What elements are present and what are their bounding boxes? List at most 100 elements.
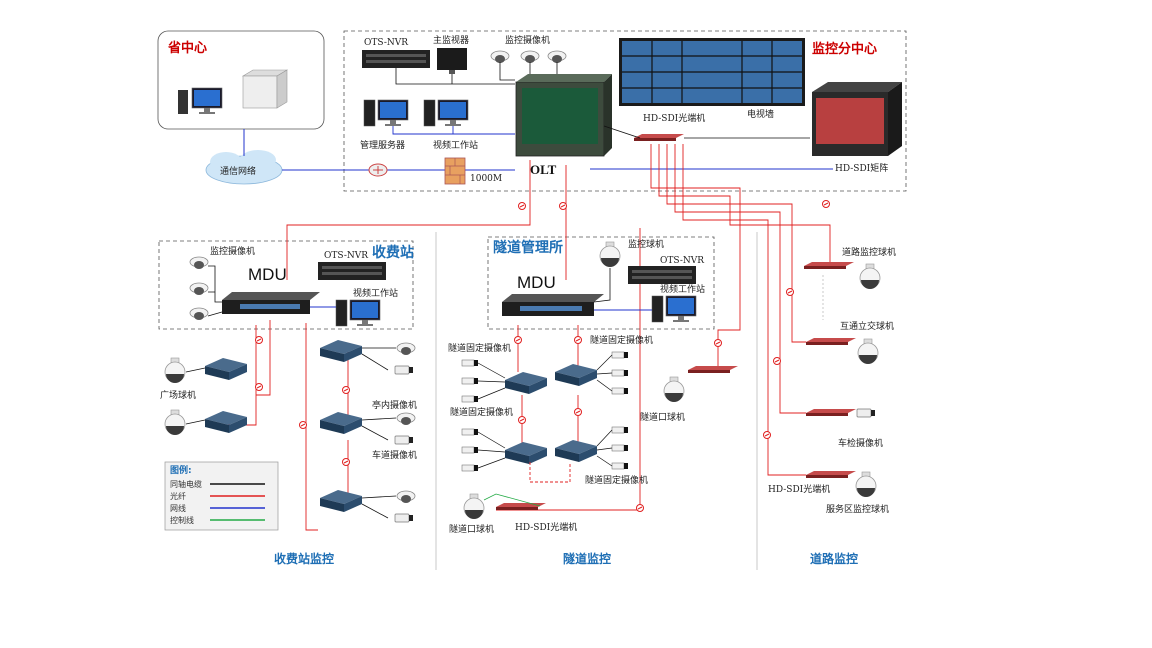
tunnel-portal-transceiver-1 — [688, 366, 738, 373]
center-video-ws-label: 视频工作站 — [433, 139, 478, 151]
interchange-dome-label: 互通立交球机 — [840, 320, 894, 332]
toll-boxcam-3 — [394, 513, 414, 523]
toll-transceiver-4 — [320, 412, 362, 434]
tunnel-transceiver-1 — [505, 372, 547, 394]
toll-boxcam-1 — [394, 365, 414, 375]
tunnel-cam-1c — [461, 395, 479, 403]
toll-nvr-icon — [318, 262, 386, 280]
toll-camera-icon-1 — [189, 256, 209, 270]
legend-label-coax: 同轴电缆 — [170, 479, 202, 489]
center-hdsdi-transceiver-icon — [634, 134, 684, 141]
road-hdsdi-label: HD-SDI光端机 — [768, 483, 830, 495]
tunnel-nvr-icon — [628, 266, 696, 284]
tunnel-fixed-cam-label-4: 隧道固定摄像机 — [585, 474, 648, 486]
tunnel-ots-nvr-label: OTS-NVR — [660, 256, 704, 266]
toll-ots-nvr-label: OTS-NVR — [324, 251, 368, 261]
toll-transceiver-2 — [205, 411, 247, 433]
toll-title: 收费站 — [372, 244, 414, 261]
booth-camera-label: 亭内摄像机 — [372, 399, 417, 411]
province-pc-icon — [178, 87, 223, 115]
tunnel-ws-icon — [651, 295, 697, 323]
booth-camera-icon — [396, 412, 416, 426]
tunnel-office-box — [487, 236, 715, 330]
toll-transceiver-5 — [320, 490, 362, 512]
firewall-icon — [444, 157, 466, 185]
olt-chassis-icon — [515, 74, 612, 157]
tunnel-cam-4a — [611, 426, 629, 434]
center-nvr-icon — [362, 50, 430, 68]
tunnel-fixed-cam-label-1: 隧道固定摄像机 — [448, 342, 511, 354]
province-title: 省中心 — [167, 40, 207, 56]
network-speed: 1000M — [470, 174, 502, 184]
tunnel-portal-dome-icon-1 — [663, 376, 685, 403]
mgmt-server-icon — [363, 99, 409, 127]
center-cameras-label: 监控摄像机 — [505, 34, 550, 46]
tunnel-portal-dome-label-1: 隧道口球机 — [640, 411, 685, 423]
center-hdsdi-label: HD-SDI光端机 — [643, 112, 705, 124]
legend-label-control: 控制线 — [170, 515, 194, 525]
toll-section-title: 收费站监控 — [274, 551, 334, 566]
center-camera-icon-2 — [520, 50, 540, 64]
vehicle-camera-icon — [856, 408, 876, 418]
tunnel-title: 隧道管理所 — [493, 239, 563, 256]
tunnel-video-ws-label: 视频工作站 — [660, 283, 705, 295]
tunnel-transceiver-4 — [555, 440, 597, 462]
center-camera-icon-1 — [490, 50, 510, 64]
tunnel-hdsdi-label: HD-SDI光端机 — [515, 521, 577, 533]
lane-camera-label: 车道摄像机 — [372, 449, 417, 461]
tunnel-cam-4c — [611, 462, 629, 470]
toll-dome-3 — [396, 490, 416, 504]
road-transceiver-3 — [806, 409, 856, 416]
video-ws-icon — [423, 99, 469, 127]
toll-transceiver-3 — [320, 340, 362, 362]
road-dome-label: 道路监控球机 — [842, 246, 896, 258]
road-dome-icon — [859, 263, 881, 290]
legend: 图例: 同轴电缆 光纤 网线 控制线 — [164, 461, 279, 531]
tunnel-cam-2a — [611, 351, 629, 359]
toll-mdu-icon — [222, 292, 320, 314]
road-transceiver-4 — [806, 471, 856, 478]
toll-cameras-label: 监控摄像机 — [210, 245, 255, 257]
tunnel-cam-3c — [461, 464, 479, 472]
tunnel-dome-label: 监控球机 — [628, 238, 664, 250]
province-server-icon — [241, 69, 289, 109]
tunnel-transceiver-3 — [505, 442, 547, 464]
center-main-monitor-label: 主监视器 — [433, 34, 469, 46]
router-icon — [368, 163, 388, 177]
toll-dome-1 — [396, 342, 416, 356]
legend-label-ethernet: 网线 — [170, 503, 186, 513]
tunnel-cam-1a — [461, 359, 479, 367]
tunnel-fixed-cam-label-3: 隧道固定摄像机 — [450, 406, 513, 418]
tunnel-cam-3a — [461, 428, 479, 436]
tunnel-cam-1b — [461, 377, 479, 385]
tunnel-mdu-icon — [502, 294, 604, 316]
road-transceiver-1 — [804, 262, 854, 269]
plaza-dome-icon-2 — [164, 409, 186, 436]
road-section-title: 道路监控 — [810, 551, 858, 566]
tunnel-office-dome-icon — [599, 241, 621, 268]
tunnel-cam-2c — [611, 387, 629, 395]
tunnel-portal-dome-label-2: 隧道口球机 — [449, 523, 494, 535]
center-title: 监控分中心 — [812, 41, 877, 57]
service-dome-icon — [855, 471, 877, 498]
hdsdi-matrix-icon — [812, 82, 902, 156]
toll-ws-icon — [335, 299, 381, 327]
road-transceiver-2 — [806, 338, 856, 345]
network-label: 通信网络 — [220, 165, 256, 177]
toll-mdu-label: MDU — [248, 265, 287, 284]
toll-camera-icon-3 — [189, 307, 209, 321]
center-camera-icon-3 — [547, 50, 567, 64]
plaza-dome-icon-1 — [164, 357, 186, 384]
tv-wall-icon — [619, 38, 805, 106]
center-mgmt-server-label: 管理服务器 — [360, 139, 405, 151]
interchange-dome-icon — [857, 338, 879, 365]
plaza-dome-label: 广场球机 — [160, 389, 196, 401]
toll-station-box — [158, 240, 414, 330]
tunnel-transceiver-2 — [555, 364, 597, 386]
vehicle-camera-label: 车检摄像机 — [838, 437, 883, 449]
tv-wall-label: 电视墙 — [747, 108, 774, 120]
tunnel-cam-3b — [461, 446, 479, 454]
center-main-monitor-icon — [437, 48, 467, 74]
tunnel-cam-4b — [611, 444, 629, 452]
